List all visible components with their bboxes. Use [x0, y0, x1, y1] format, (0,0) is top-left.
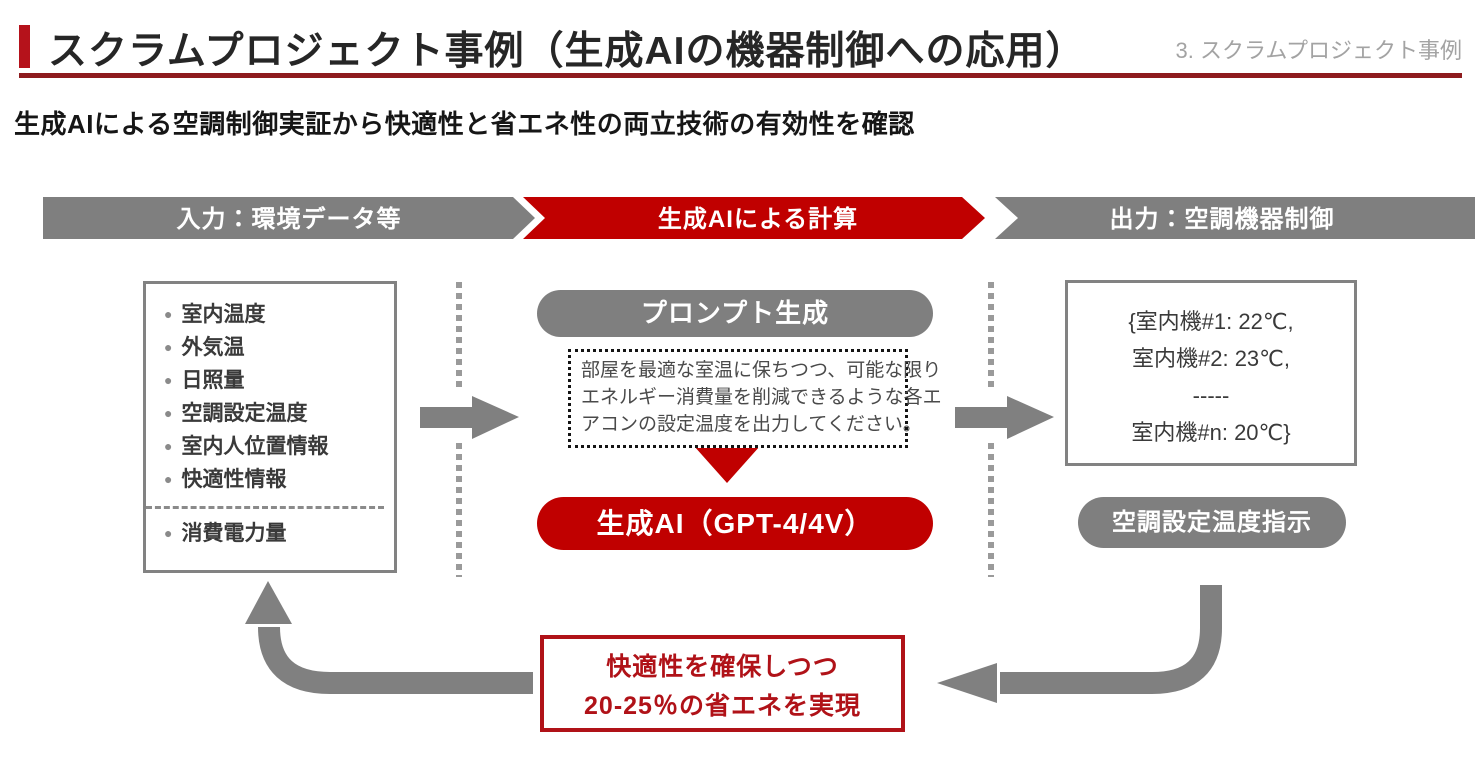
prompt-text-box: 部屋を最適な室温に保ちつつ、可能な限り エネルギー消費量を削減できるような各エ …: [568, 349, 942, 448]
section-label: 3. スクラムプロジェクト事例: [1175, 38, 1462, 63]
banner-segment-output: [995, 197, 1475, 239]
generative-ai-pill: 生成AI（GPT-4/4V）: [537, 497, 933, 550]
title-accent-bar: [19, 25, 30, 68]
banner-label-output: 出力：空調機器制御: [1110, 206, 1335, 233]
list-item: 消費電力量: [164, 517, 394, 550]
energy-saving-result-box: 快適性を確保しつつ 20-25％の省エネを実現: [540, 635, 905, 732]
output-line: -----: [1192, 383, 1230, 408]
input-data-list: 室内温度 外気温 日照量 空調設定温度 室内人位置情報 快適性情報: [146, 298, 394, 496]
banner-segment-ai-arrow: [523, 197, 985, 239]
arrow-input-to-process-icon: [420, 396, 519, 439]
feedback-elbow-left: [258, 626, 533, 694]
input-data-box: 室内温度 外気温 日照量 空調設定温度 室内人位置情報 快適性情報 消費電力量: [143, 281, 397, 573]
list-item: 室内人位置情報: [164, 430, 394, 463]
title-rule: [19, 73, 1462, 78]
list-item: 日照量: [164, 364, 394, 397]
list-item: 外気温: [164, 331, 394, 364]
feedback-elbow-right: [1000, 585, 1222, 694]
input-data-list-extra: 消費電力量: [146, 517, 394, 550]
prompt-line: アコンの設定温度を出力してください。: [581, 414, 922, 435]
prompt-line: エネルギー消費量を削減できるような各エ: [581, 387, 942, 408]
arrow-process-to-output-icon: [955, 396, 1054, 439]
ac-setpoint-instruction-pill: 空調設定温度指示: [1078, 497, 1346, 548]
result-line: 快適性を確保しつつ: [606, 653, 839, 681]
down-triangle-icon: [694, 446, 760, 483]
banner-label-ai: 生成AIによる計算: [658, 205, 858, 233]
output-line: {室内機#1: 22℃,: [1128, 309, 1294, 334]
page-title: スクラムプロジェクト事例（生成AIの機器制御への応用）: [48, 30, 1086, 73]
list-item: 空調設定温度: [164, 397, 394, 430]
feedback-arrowhead-up-icon: [245, 581, 292, 624]
output-line: 室内機#n: 20℃}: [1131, 420, 1291, 445]
banner-label-input: 入力：環境データ等: [177, 205, 402, 233]
prompt-line: 部屋を最適な室温に保ちつつ、可能な限り: [581, 360, 942, 381]
prompt-generation-pill: プロンプト生成: [537, 290, 933, 337]
dashed-separator: [146, 506, 384, 509]
subtitle: 生成AIによる空調制御実証から快適性と省エネ性の両立技術の有効性を確認: [14, 109, 915, 139]
output-line: 室内機#2: 23℃,: [1132, 346, 1290, 371]
banner-segment-input: [43, 197, 535, 239]
list-item: 快適性情報: [164, 463, 394, 496]
output-result-box: {室内機#1: 22℃, 室内機#2: 23℃, ----- 室内機#n: 20…: [1065, 280, 1357, 466]
result-line: 20-25％の省エネを実現: [584, 692, 861, 720]
list-item: 室内温度: [164, 298, 394, 331]
feedback-arrowhead-left-icon: [937, 663, 997, 703]
